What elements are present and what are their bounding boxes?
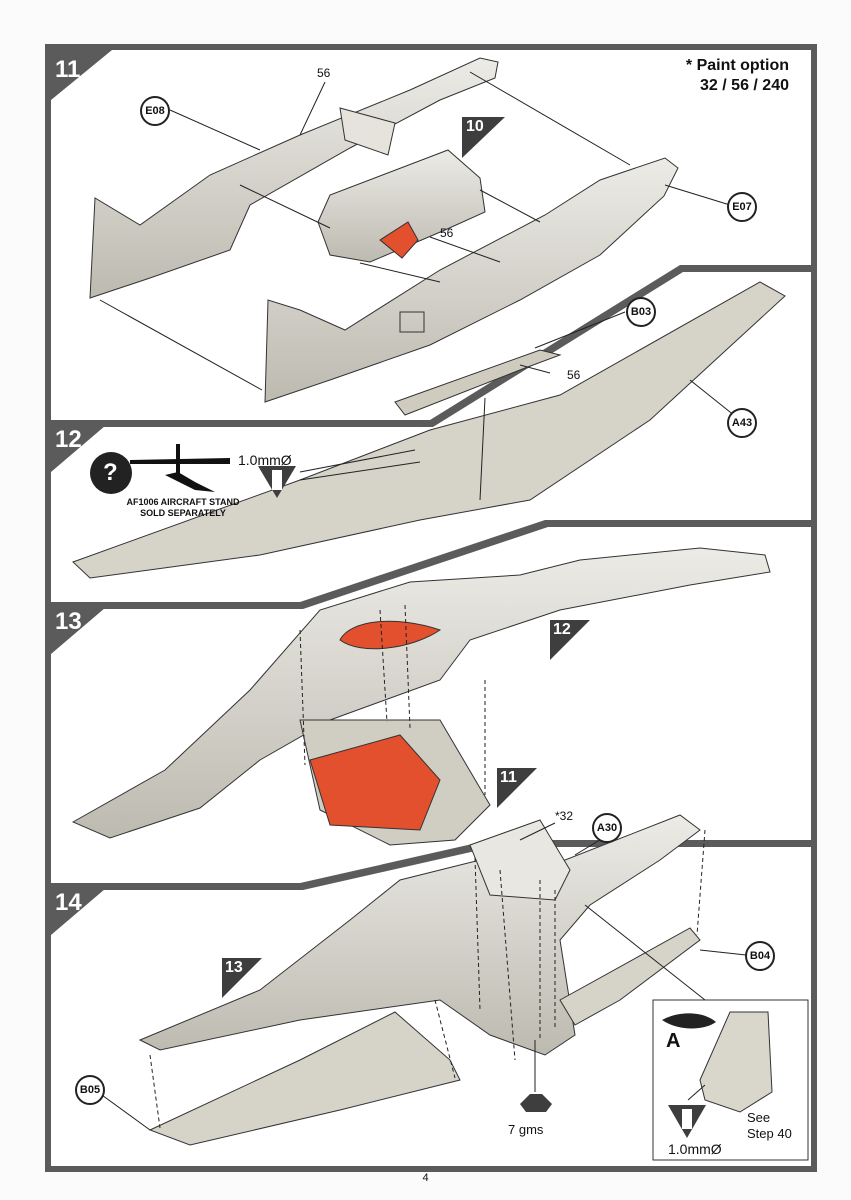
drill-size-step14: 1.0mmØ [668,1141,722,1157]
step11-arrows [99,71,631,391]
stand-note-line1: AF1006 AIRCRAFT STAND [126,497,240,507]
see-step-line1: See [747,1110,771,1125]
ref-step-12-label: 12 [553,621,571,638]
drill-size-step12: 1.0mmØ [238,452,292,468]
aircraft-main-body [138,814,701,1146]
nose-weight-label: 7 gms [508,1122,544,1137]
step-number-14: 14 [55,889,82,916]
question-icon: ? [103,459,118,486]
see-step-note: See Step 40 [747,1110,792,1142]
paint-label-56-spar: 56 [567,368,581,382]
step-tab-13 [51,602,112,654]
wing-lower-part [72,281,786,579]
callout-b04: B04 [745,941,775,971]
callout-e08: E08 [140,96,170,126]
ref-step-11-label: 11 [500,769,517,786]
ref-step-13 [222,958,262,998]
step-tab-11 [51,50,112,100]
step13-arrows [299,604,486,795]
fuselage-right-half [264,157,679,403]
ref-step-11 [497,768,537,808]
step12-arrows [299,397,486,501]
drill-icon-14 [668,1105,706,1138]
callout-e07: E07 [727,192,757,222]
nose-weight-icon [520,1040,552,1112]
see-step-line2: Step 40 [747,1126,792,1141]
inset-letter: A [666,1030,681,1052]
step-number-11: 11 [55,56,81,83]
paint-option-title: * Paint option [685,57,789,74]
callout-b05: B05 [75,1075,105,1105]
paint-label-32: *32 [555,809,574,823]
ref-step-10-label: 10 [466,118,484,135]
aircraft-stand-icon [90,444,230,494]
divider-14 [51,840,811,890]
callout-a43: A43 [727,408,757,438]
callout-a30: A30 [592,813,622,843]
drill-icon-12 [258,466,296,498]
callout-b03: B03 [626,297,656,327]
cockpit-tub [317,149,486,263]
stand-note: AF1006 AIRCRAFT STAND SOLD SEPARATELY [118,497,248,519]
paint-option: * Paint option 32 / 56 / 240 [686,56,789,96]
nose-weight-shape [662,1013,716,1029]
paint-label-56-cockpit: 56 [440,226,454,240]
step14-arrows [149,829,706,1129]
page-number: 4 [422,1172,429,1184]
divider-12 [51,265,811,427]
ref-step-12 [550,620,590,660]
step-number-13: 13 [55,608,82,635]
wing-upper-assembly [71,547,771,846]
divider-13 [51,520,811,609]
paint-label-56-top: 56 [317,66,331,80]
step-number-12: 12 [55,426,82,453]
step-tab-12 [51,420,112,472]
paint-option-codes: 32 / 56 / 240 [700,77,789,94]
inset-nose-part [699,1011,773,1113]
stand-note-line2: SOLD SEPARATELY [140,508,226,518]
step-tab-14 [51,883,112,935]
ref-step-10 [462,117,505,158]
fuselage-left-half [89,57,499,299]
ref-step-13-label: 13 [225,959,243,976]
